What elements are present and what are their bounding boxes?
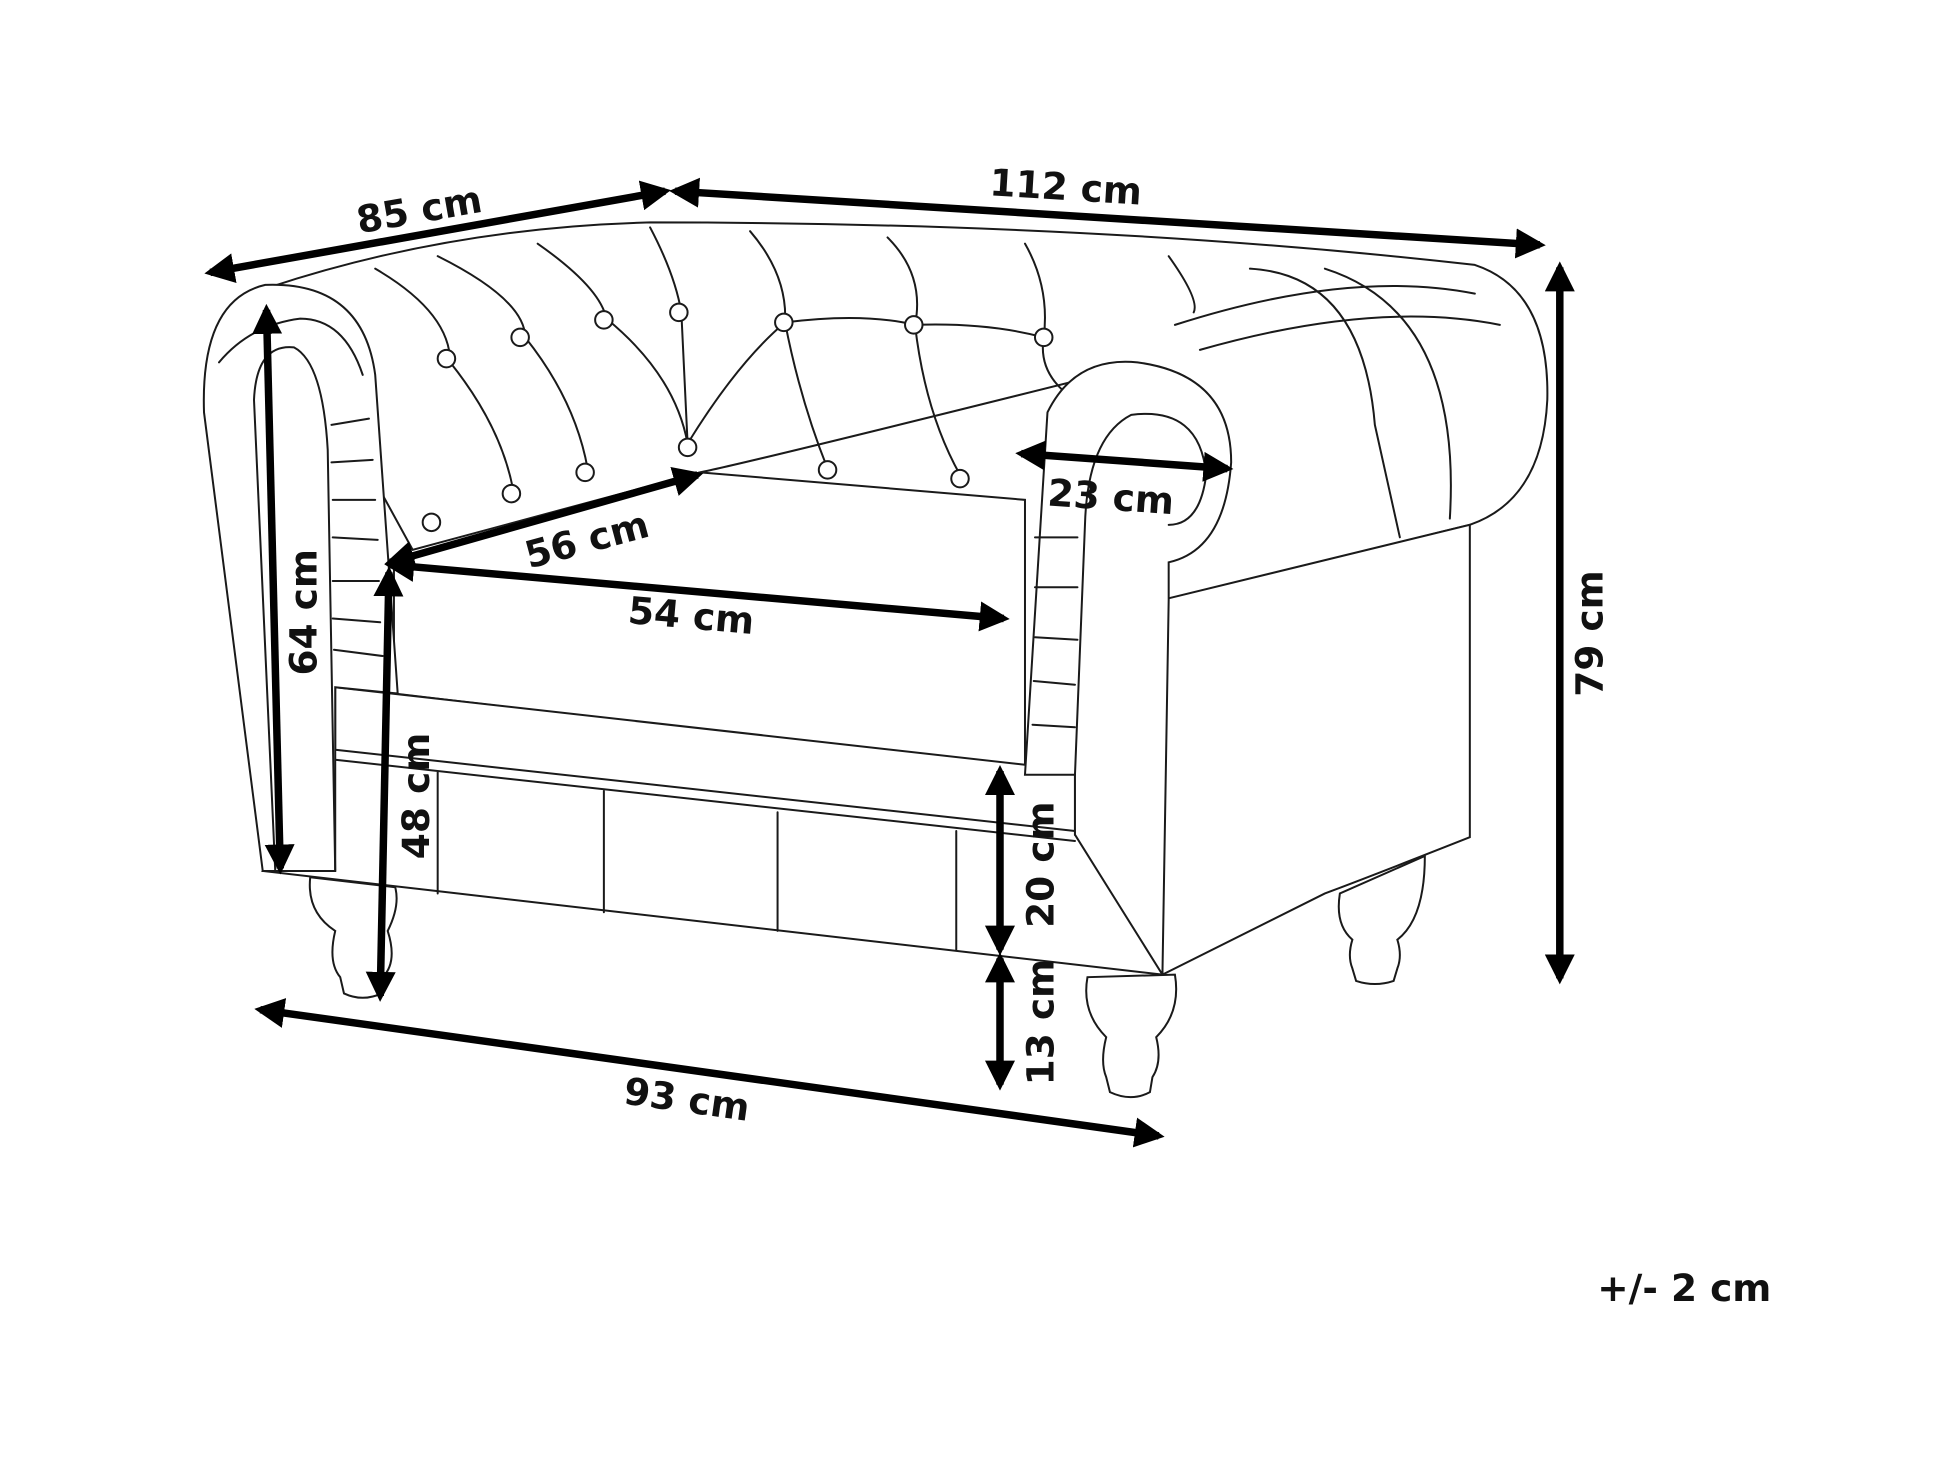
label-arm-height: 64 cm xyxy=(281,549,325,675)
arrow-arm-height xyxy=(252,303,295,875)
label-leg-height: 13 cm xyxy=(1019,959,1063,1085)
tolerance-note: +/- 2 cm xyxy=(1597,1266,1771,1310)
armchair-drawing xyxy=(202,221,1549,1099)
arrow-depth xyxy=(204,180,672,283)
label-base-height: 20 cm xyxy=(1019,801,1063,927)
label-arm-width: 23 cm xyxy=(1046,471,1175,524)
label-total-height: 79 cm xyxy=(1567,570,1611,696)
label-seat-height: 48 cm xyxy=(394,733,438,859)
leg-front-right xyxy=(1085,973,1178,1099)
arrow-front-width xyxy=(254,998,1165,1148)
right-arm xyxy=(1023,360,1233,979)
right-side-panel xyxy=(1161,523,1471,977)
arrow-seat-height xyxy=(365,566,404,1002)
arrow-seat-width xyxy=(384,551,1010,632)
arrow-width xyxy=(669,177,1546,259)
dimension-arrows xyxy=(204,177,1575,1148)
label-width: 112 cm xyxy=(988,160,1143,213)
arrow-seat-depth xyxy=(384,466,704,571)
arrow-arm-width xyxy=(1015,440,1234,482)
label-seat-width: 54 cm xyxy=(626,588,756,643)
leg-back-right xyxy=(1337,854,1426,986)
